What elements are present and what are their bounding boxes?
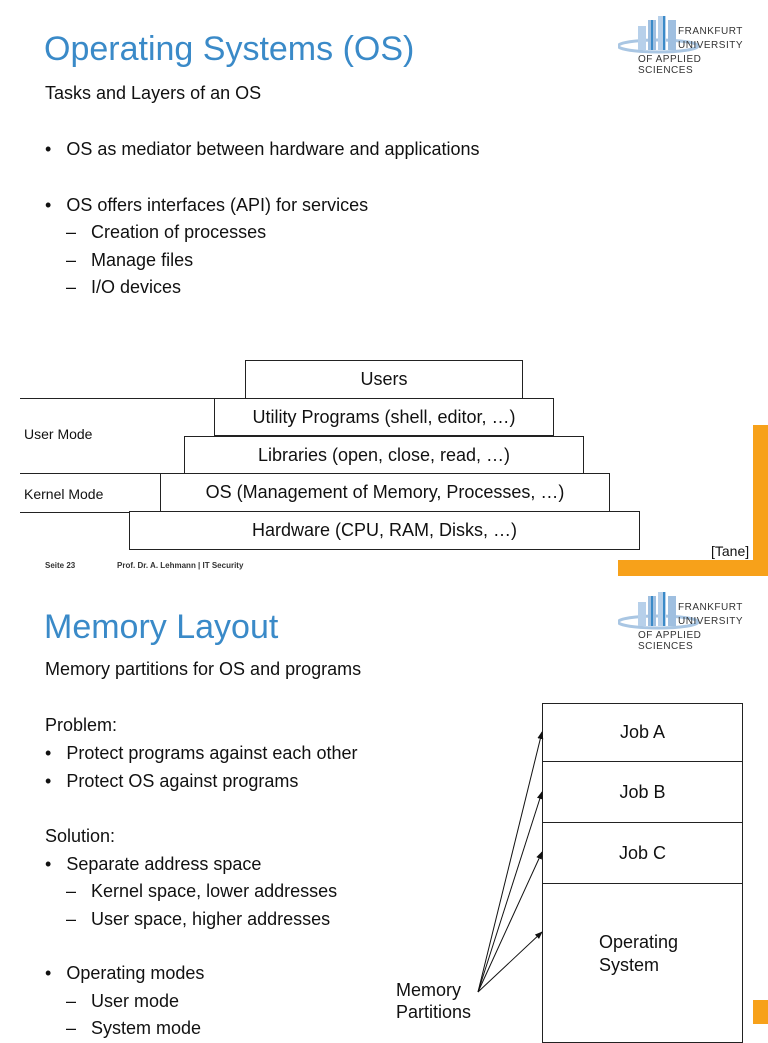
accent-bar xyxy=(753,425,768,560)
sub-bullet-text: Kernel space, lower addresses xyxy=(91,881,338,901)
bullet-text: Protect programs against each other xyxy=(66,743,358,763)
sub-bullet-text: System mode xyxy=(91,1018,202,1038)
sub-bullet: – User mode xyxy=(66,991,180,1011)
logo-text: FRANKFURT xyxy=(678,26,743,37)
slide2-title: Memory Layout xyxy=(44,608,279,646)
bullet: • Separate address space xyxy=(45,854,262,874)
logo-text: OF APPLIED SCIENCES xyxy=(638,630,702,652)
divider xyxy=(20,473,190,474)
layer-hardware: Hardware (CPU, RAM, Disks, …) xyxy=(129,511,640,550)
layer-users: Users xyxy=(245,360,523,399)
sub-bullet: – Kernel space, lower addresses xyxy=(66,881,338,901)
partition-job-c: Job C xyxy=(542,822,743,884)
memory-partitions-label: Memory Partitions xyxy=(396,980,472,1022)
bullet: • Protect OS against programs xyxy=(45,771,299,791)
sub-bullet-text: I/O devices xyxy=(91,277,182,297)
slide1-title: Operating Systems (OS) xyxy=(44,30,415,68)
kernel-mode-label: Kernel Mode xyxy=(24,486,104,502)
citation: [Tane] xyxy=(711,543,750,559)
solution-heading: Solution: xyxy=(45,826,116,846)
sub-bullet-text: User space, higher addresses xyxy=(91,909,331,929)
sub-bullet: – Creation of processes xyxy=(66,222,267,242)
university-logo: FRANKFURT UNIVERSITY OF APPLIED SCIENCES xyxy=(618,588,748,652)
sub-bullet: – User space, higher addresses xyxy=(66,909,331,929)
divider xyxy=(20,398,220,399)
slide1-subtitle: Tasks and Layers of an OS xyxy=(45,83,262,103)
user-mode-label: User Mode xyxy=(24,426,93,442)
logo-text: FRANKFURT xyxy=(678,602,743,613)
bullet: • OS as mediator between hardware and ap… xyxy=(45,139,480,159)
sub-bullet-text: Manage files xyxy=(91,250,194,270)
divider xyxy=(20,512,140,513)
bullet-text: Protect OS against programs xyxy=(66,771,299,791)
logo-text: UNIVERSITY xyxy=(678,40,744,51)
partition-arrows xyxy=(477,731,544,993)
bullet-text: OS offers interfaces (API) for services xyxy=(66,195,369,215)
logo-building-icon xyxy=(618,16,700,54)
sub-bullet-text: Creation of processes xyxy=(91,222,267,242)
footer-page: Seite 23 xyxy=(45,561,76,570)
sub-bullet-text: User mode xyxy=(91,991,180,1011)
sub-bullet: – System mode xyxy=(66,1018,202,1038)
footer-author: Prof. Dr. A. Lehmann | IT Security xyxy=(117,561,244,570)
logo-text: UNIVERSITY xyxy=(678,616,744,627)
logo-building-icon xyxy=(618,592,700,630)
sub-bullet: – Manage files xyxy=(66,250,194,270)
partition-job-b: Job B xyxy=(542,761,743,823)
partition-os-label: Operating System xyxy=(599,932,679,975)
arrow-job-c xyxy=(477,851,543,993)
bullet: • Protect programs against each other xyxy=(45,743,358,763)
arrow-job-b xyxy=(477,791,543,993)
bullet-text: Operating modes xyxy=(66,963,205,983)
university-logo: FRANKFURT UNIVERSITY OF APPLIED SCIENCES xyxy=(618,12,748,76)
arrow-job-a xyxy=(477,731,544,993)
slide2-subtitle: Memory partitions for OS and programs xyxy=(45,659,362,679)
bullet: • OS offers interfaces (API) for service… xyxy=(45,195,369,215)
accent-bar xyxy=(618,560,768,576)
bullet-text: Separate address space xyxy=(66,854,262,874)
problem-heading: Problem: xyxy=(45,715,118,735)
logo-text: OF APPLIED SCIENCES xyxy=(638,54,702,76)
sub-bullet: – I/O devices xyxy=(66,277,182,297)
bullet-text: OS as mediator between hardware and appl… xyxy=(66,139,480,159)
partition-job-a: Job A xyxy=(542,703,743,762)
layer-libraries: Libraries (open, close, read, …) xyxy=(184,436,584,474)
bullet: • Operating modes xyxy=(45,963,205,983)
partition-os: Operating System xyxy=(542,883,743,1043)
accent-bar xyxy=(753,1000,768,1024)
layer-utility: Utility Programs (shell, editor, …) xyxy=(214,398,554,436)
layer-os: OS (Management of Memory, Processes, …) xyxy=(160,473,610,512)
arrow-os xyxy=(477,931,543,993)
